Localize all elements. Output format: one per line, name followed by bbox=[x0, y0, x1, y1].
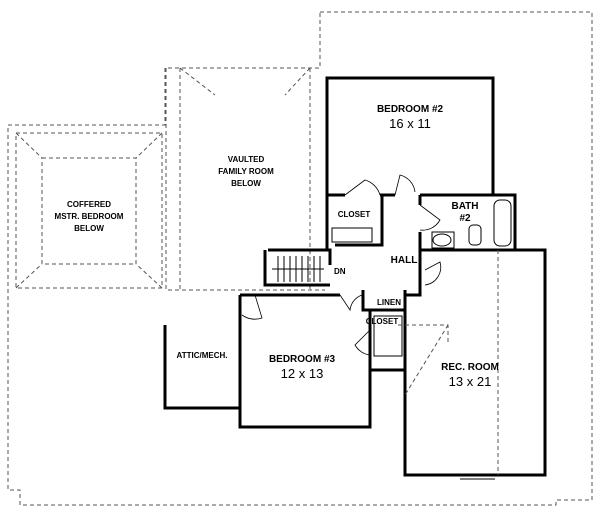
bath-2-name: BATH bbox=[451, 201, 478, 212]
coffered-ceiling bbox=[15, 132, 163, 289]
bedroom-2-size: 16 x 11 bbox=[389, 116, 431, 131]
rec-room-name: REC. ROOM bbox=[441, 362, 499, 373]
vaulted-line-2: FAMILY ROOM bbox=[218, 167, 274, 176]
hall-walls bbox=[405, 250, 442, 297]
attic-walls bbox=[163, 325, 240, 410]
roof-outline bbox=[7, 11, 593, 506]
coffered-line-1: COFFERED bbox=[67, 200, 111, 209]
bath-2-number: #2 bbox=[459, 213, 471, 224]
bedroom-3-size: 12 x 13 bbox=[281, 366, 324, 381]
bedroom-3-walls bbox=[238, 293, 372, 429]
stairs-down-label: DN bbox=[334, 267, 346, 276]
rec-room-walls bbox=[398, 248, 547, 480]
rec-room-size: 13 x 21 bbox=[449, 374, 492, 389]
door-swings-upper bbox=[331, 174, 441, 243]
bedroom-2-walls bbox=[325, 76, 495, 250]
linen-label: LINEN bbox=[377, 298, 401, 307]
stairs bbox=[263, 248, 332, 287]
attic-label: ATTIC/MECH. bbox=[177, 351, 228, 360]
coffered-line-2: MSTR. BEDROOM bbox=[55, 212, 124, 221]
closet-lower-label: CLOSET bbox=[366, 317, 399, 326]
bedroom-2-name: BEDROOM #2 bbox=[377, 104, 444, 115]
coffered-line-3: BELOW bbox=[74, 224, 104, 233]
vaulted-line-1: VAULTED bbox=[228, 155, 265, 164]
closet-upper-label: CLOSET bbox=[338, 210, 371, 219]
bedroom-3-name: BEDROOM #3 bbox=[269, 354, 336, 365]
hall-label: HALL bbox=[391, 255, 418, 266]
vaulted-line-3: BELOW bbox=[231, 179, 261, 188]
